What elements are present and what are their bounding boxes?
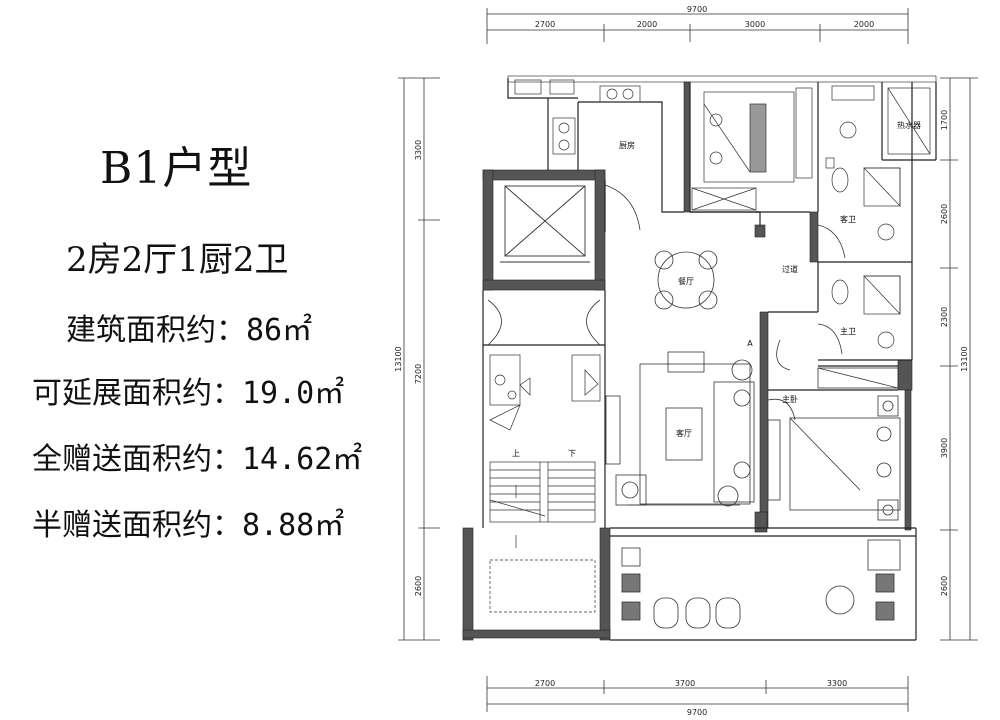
- dim-bottom-total: 9700: [687, 708, 707, 717]
- area-value: 14.62㎡: [242, 442, 363, 477]
- dim-top-seg: 2000: [854, 20, 874, 29]
- walls: [462, 75, 937, 641]
- dim-bottom-seg: 2700: [535, 679, 555, 688]
- secondary-bedroom: [691, 87, 813, 211]
- area-label: 半赠送面积约：: [32, 508, 242, 543]
- room-label-master-bath: 主卫: [840, 326, 856, 336]
- utility-fixtures: [825, 85, 931, 349]
- dim-right-seg: 2300: [940, 307, 949, 327]
- room-layout-summary: 2房2厅1厨2卫: [66, 240, 289, 280]
- dim-right-seg: 2600: [940, 204, 949, 224]
- room-label-living: 客厅: [676, 428, 692, 438]
- area-label: 建筑面积约：: [66, 313, 246, 348]
- area-row-full-gift: 全赠送面积约：14.62㎡: [32, 434, 362, 478]
- dim-top-seg: 2000: [637, 20, 657, 29]
- dim-bottom-seg: 3700: [675, 679, 695, 688]
- area-row-building: 建筑面积约：86㎡: [66, 305, 312, 349]
- dim-left-seg: 7200: [414, 364, 423, 384]
- area-label: 全赠送面积约：: [32, 442, 242, 477]
- stairs-down-label: 下: [568, 449, 576, 458]
- dim-top-seg: 3000: [745, 20, 765, 29]
- room-label-kitchen: 厨房: [619, 140, 635, 150]
- mark-a: A: [747, 339, 753, 348]
- master-bedroom-furniture: [767, 367, 901, 521]
- area-value: 8.88㎡: [242, 508, 345, 543]
- dim-bottom-seg: 3300: [827, 679, 847, 688]
- kitchen-fixtures: [514, 79, 641, 155]
- area-value: 19.0㎡: [242, 376, 345, 411]
- area-row-half-gift: 半赠送面积约：8.88㎡: [32, 500, 344, 544]
- dim-right-seg: 1700: [940, 110, 949, 130]
- dim-right-seg: 2600: [940, 576, 949, 596]
- elevator-shaft: [500, 185, 590, 263]
- area-value: 86㎡: [246, 313, 313, 348]
- dim-left-seg: 3300: [414, 140, 423, 160]
- stairs-up-label: 上: [512, 449, 520, 458]
- room-label-water-heater: 热水器: [897, 120, 921, 130]
- dim-right-seg: 3900: [940, 438, 949, 458]
- area-label: 可延展面积约：: [32, 376, 242, 411]
- dimension-lines: [398, 8, 978, 712]
- room-label-dining: 餐厅: [678, 277, 694, 286]
- area-row-extendable: 可延展面积约：19.0㎡: [32, 368, 344, 412]
- dim-left-seg: 2600: [414, 576, 423, 596]
- dining-table: [654, 250, 718, 310]
- dim-top-seg: 2700: [535, 20, 555, 29]
- partition-lines: [482, 78, 937, 641]
- equipment-shafts: [489, 354, 601, 431]
- dim-right-total: 13100: [960, 346, 969, 371]
- room-label-guest-bath: 客卫: [840, 214, 856, 224]
- living-room-furniture: [605, 351, 755, 507]
- staircase: [489, 461, 596, 613]
- dim-left-total: 13100: [394, 346, 403, 371]
- dim-top-total: 9700: [687, 5, 707, 14]
- unit-info-panel: B1户型 2房2厅1厨2卫 建筑面积约：86㎡ 可延展面积约：19.0㎡ 全赠送…: [0, 0, 440, 720]
- balcony-furniture: [621, 539, 901, 629]
- door-arcs: [487, 184, 846, 421]
- room-label-corridor: 过道: [782, 264, 798, 274]
- room-label-master-bedroom: 主卧: [782, 394, 798, 404]
- unit-type-title: B1户型: [100, 143, 253, 194]
